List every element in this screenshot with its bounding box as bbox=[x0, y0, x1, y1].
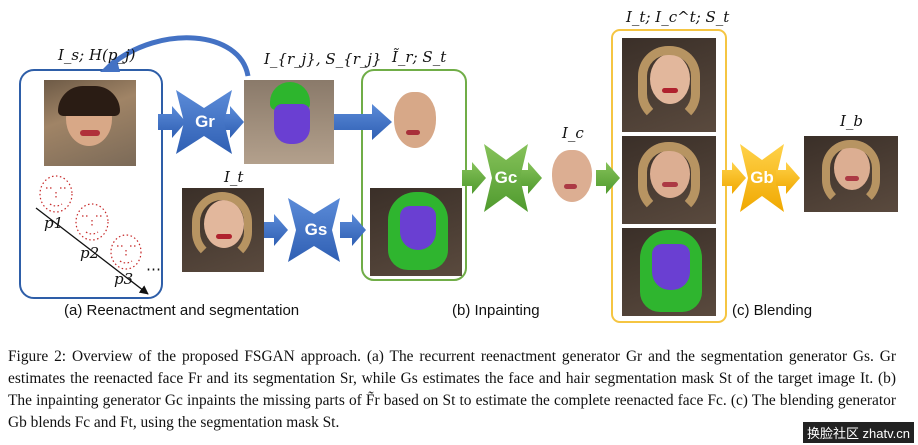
label-dots: ⋯ bbox=[146, 260, 161, 278]
arrow-gb-to-ib bbox=[776, 162, 800, 194]
generator-gb-label: Gb bbox=[750, 168, 774, 187]
label-inpaint-input: Ĩ_r; S_t bbox=[392, 48, 447, 66]
arrow-blend-to-gb bbox=[722, 162, 746, 194]
arrow-gs-to-seg bbox=[340, 214, 366, 246]
label-landmark-1: p1 bbox=[44, 214, 64, 232]
completed-face-image bbox=[550, 148, 594, 204]
reenacted-image bbox=[244, 80, 334, 164]
recurrent-arrow bbox=[110, 35, 251, 77]
generator-gr-label: Gr bbox=[195, 112, 215, 131]
label-landmark-3: p3 bbox=[114, 270, 134, 288]
section-a-title: (a) Reenactment and segmentation bbox=[64, 302, 300, 319]
blended-output-image bbox=[804, 136, 898, 212]
generator-gr-shape bbox=[176, 90, 232, 154]
blend-mask-image bbox=[622, 228, 716, 316]
label-blended: I_b bbox=[840, 112, 864, 130]
target-image bbox=[182, 188, 264, 272]
arrow-inpaint-to-gc bbox=[462, 162, 486, 194]
arrow-ic-to-blend bbox=[596, 162, 620, 194]
section-a-box bbox=[19, 69, 163, 299]
blend-target-image bbox=[622, 38, 716, 132]
reenacted-face-crop bbox=[392, 92, 440, 150]
generator-gb-shape bbox=[740, 144, 784, 212]
label-source: I_s; H(p_j) bbox=[58, 46, 136, 64]
generator-gc-label: Gc bbox=[494, 168, 518, 187]
target-segmentation-image bbox=[370, 188, 462, 276]
watermark: 换脸社区 zhatv.cn bbox=[802, 422, 914, 443]
generator-gc-shape bbox=[484, 144, 528, 212]
arrow-target-to-gs bbox=[264, 214, 288, 246]
label-blend-inputs: I_t; I_c^t; S_t bbox=[626, 8, 730, 26]
section-c-title: (c) Blending bbox=[732, 302, 813, 319]
landmark-face-1 bbox=[39, 175, 73, 213]
generator-gs-label: Gs bbox=[304, 220, 328, 239]
label-reenacted: I_{r_j}, S_{r_j} bbox=[264, 50, 382, 68]
arrow-gc-to-ic bbox=[518, 162, 542, 194]
figure-caption: Figure 2: Overview of the proposed FSGAN… bbox=[8, 348, 896, 431]
label-target: I_t bbox=[224, 168, 244, 186]
label-landmark-2: p2 bbox=[80, 244, 100, 262]
landmark-face-2 bbox=[75, 203, 109, 241]
arrow-a-to-gr bbox=[158, 106, 186, 138]
label-completed: I_c bbox=[562, 124, 584, 142]
source-image bbox=[44, 80, 136, 166]
landmark-face-3 bbox=[110, 234, 142, 270]
section-b-title: (b) Inpainting bbox=[452, 302, 540, 319]
blend-transferred-image bbox=[622, 136, 716, 224]
arrow-reenact-to-inpaint bbox=[316, 104, 392, 140]
landmark-sequence-arrow bbox=[35, 207, 149, 295]
diagram-canvas bbox=[19, 29, 800, 323]
generator-gs-shape bbox=[288, 198, 340, 262]
